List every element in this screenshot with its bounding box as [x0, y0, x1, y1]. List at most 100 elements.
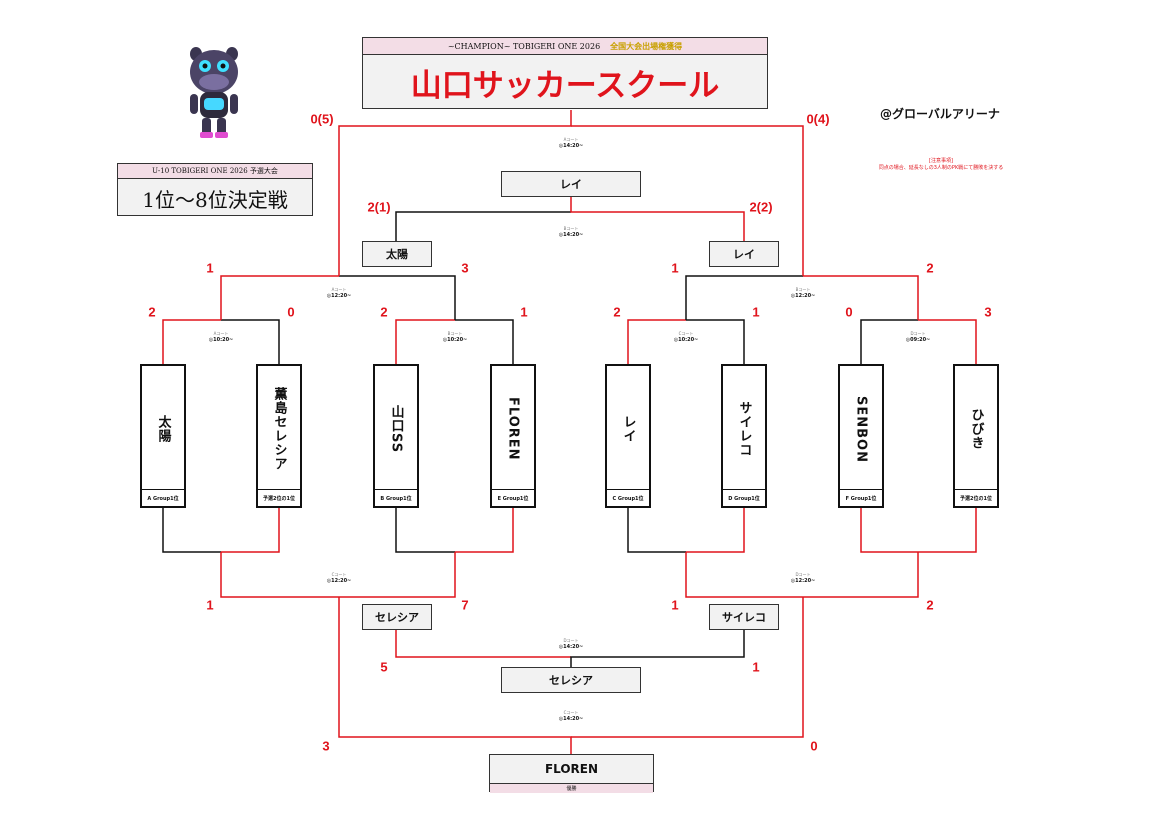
score-lfinal: 3 [322, 738, 330, 754]
champion-header: ~CHAMPION~ TOBIGERI ONE 2026 全国大会出場権獲得 山… [362, 37, 768, 109]
match-label: Aコート◎10:20~ [208, 331, 234, 343]
match-label: Aコート◎12:20~ [326, 287, 352, 299]
team-seed: E Group1位 [492, 489, 534, 506]
qf-line-3 [685, 275, 803, 320]
team-name: SENBON [853, 395, 869, 463]
notice-body: 同点の場合、延長なしの3人制のPK戦にて勝敗を決する [878, 165, 1004, 171]
r1-line-3 [395, 319, 455, 364]
match-label: Cコート◎12:20~ [326, 572, 352, 584]
third-line-left [395, 211, 571, 241]
match-label: Cコート◎10:20~ [673, 331, 699, 343]
tournament-title: U-10 TOBIGERI ONE 2026 予選大会 [118, 164, 312, 179]
match-label: Aコート◎14:20~ [558, 137, 584, 149]
match-label: Cコート◎14:20~ [558, 710, 584, 722]
bf-line-right [571, 597, 804, 738]
team-seed: 予選2位の1位 [955, 489, 997, 506]
r1-line-6 [686, 319, 745, 364]
score-lr2: 1 [752, 659, 760, 675]
score-final-right: 0(4) [806, 111, 830, 127]
r1-line-2 [221, 319, 280, 364]
qf-line-1 [220, 275, 339, 320]
team-card[interactable]: 太陽 A Group1位 [140, 364, 186, 508]
team-card[interactable]: レイ C Group1位 [605, 364, 651, 508]
team-name: サイレコ [736, 401, 752, 457]
score-r1: 0 [845, 304, 853, 320]
score-qf: 1 [671, 260, 679, 276]
bottom-winner-name: FLOREN [544, 762, 599, 776]
sf-line-left [338, 110, 572, 276]
score-lr1: 2 [926, 597, 934, 613]
score-r1: 2 [613, 304, 621, 320]
team-seed: C Group1位 [607, 489, 649, 506]
team-seed: 予選2位の1位 [258, 489, 300, 506]
score-qf: 3 [461, 260, 469, 276]
team-card[interactable]: FLOREN E Group1位 [490, 364, 536, 508]
team-card[interactable]: 薫島セレシア 予選2位の1位 [256, 364, 302, 508]
l1-line-8 [918, 508, 977, 553]
final-winner-box[interactable]: レイ [501, 171, 641, 197]
r1-line-8 [918, 319, 977, 364]
team-card[interactable]: SENBON F Group1位 [838, 364, 884, 508]
l1-line-5 [627, 508, 686, 553]
sf-left-winner-box[interactable]: 太陽 [362, 241, 432, 267]
team-seed: A Group1位 [142, 489, 184, 506]
lsf-line-right [570, 630, 745, 667]
match-label: Bコート◎12:20~ [790, 287, 816, 299]
score-r1: 1 [752, 304, 760, 320]
team-seed: B Group1位 [375, 489, 417, 506]
match-label: Bコート◎14:20~ [558, 226, 584, 238]
l1-line-1 [162, 508, 221, 553]
l2-line-3 [685, 552, 803, 598]
r1-line-5 [627, 319, 686, 364]
bf-line-left [338, 597, 572, 754]
bottom-winner-box[interactable]: FLOREN 優勝 [489, 754, 654, 793]
team-seed: F Group1位 [840, 489, 882, 506]
champion-subtitle-highlight: 全国大会出場権獲得 [610, 40, 683, 51]
score-r1: 2 [148, 304, 156, 320]
lr1-left-winner-box[interactable]: セレシア [362, 604, 432, 630]
score-r1: 0 [287, 304, 295, 320]
team-card[interactable]: 山口SS B Group1位 [373, 364, 419, 508]
notice-title: [注意事項] [929, 158, 953, 164]
l1-line-3 [395, 508, 455, 553]
score-sf-left: 2(1) [367, 199, 391, 215]
lr2-winner-box[interactable]: セレシア [501, 667, 641, 693]
qf-line-4 [803, 275, 919, 320]
l1-line-4 [455, 508, 514, 553]
tournament-panel: U-10 TOBIGERI ONE 2026 予選大会 1位～8位決定戦 [117, 163, 313, 216]
match-label: Dコート◎09:20~ [905, 331, 931, 343]
team-name: 山口SS [388, 404, 404, 454]
team-seed: D Group1位 [723, 489, 765, 506]
team-name: レイ [620, 415, 636, 443]
team-name: 薫島セレシア [271, 387, 287, 471]
team-name: ひびき [968, 408, 984, 450]
qf-line-2 [339, 275, 456, 320]
sf-line-right [571, 125, 804, 276]
r1-line-1 [162, 319, 221, 364]
score-final-left: 0(5) [310, 111, 334, 127]
team-name: FLOREN [505, 397, 521, 461]
score-qf: 1 [206, 260, 214, 276]
lr1-right-winner-box[interactable]: サイレコ [709, 604, 779, 630]
score-lfinal: 0 [810, 738, 818, 754]
score-sf-right: 2(2) [749, 199, 773, 215]
score-r1: 3 [984, 304, 992, 320]
score-r1: 1 [520, 304, 528, 320]
team-card[interactable]: ひびき 予選2位の1位 [953, 364, 999, 508]
l2-line-2 [339, 552, 456, 598]
l2-line-4 [803, 552, 919, 598]
lsf-line-left [395, 630, 571, 658]
score-lr1: 7 [461, 597, 469, 613]
r1-line-7 [860, 319, 918, 364]
team-card[interactable]: サイレコ D Group1位 [721, 364, 767, 508]
r1-line-4 [455, 319, 514, 364]
champion-subtitle: ~CHAMPION~ TOBIGERI ONE 2026 [447, 41, 601, 51]
venue-label: @グローバルアリーナ [880, 107, 1000, 121]
champion-name: 山口サッカースクール [410, 67, 720, 104]
round-title: 1位～8位決定戦 [142, 187, 288, 212]
notice: [注意事項] 同点の場合、延長なしの3人制のPK戦にて勝敗を決する [855, 158, 1027, 172]
score-lr1: 1 [671, 597, 679, 613]
score-r1: 2 [380, 304, 388, 320]
sf-right-winner-box[interactable]: レイ [709, 241, 779, 267]
